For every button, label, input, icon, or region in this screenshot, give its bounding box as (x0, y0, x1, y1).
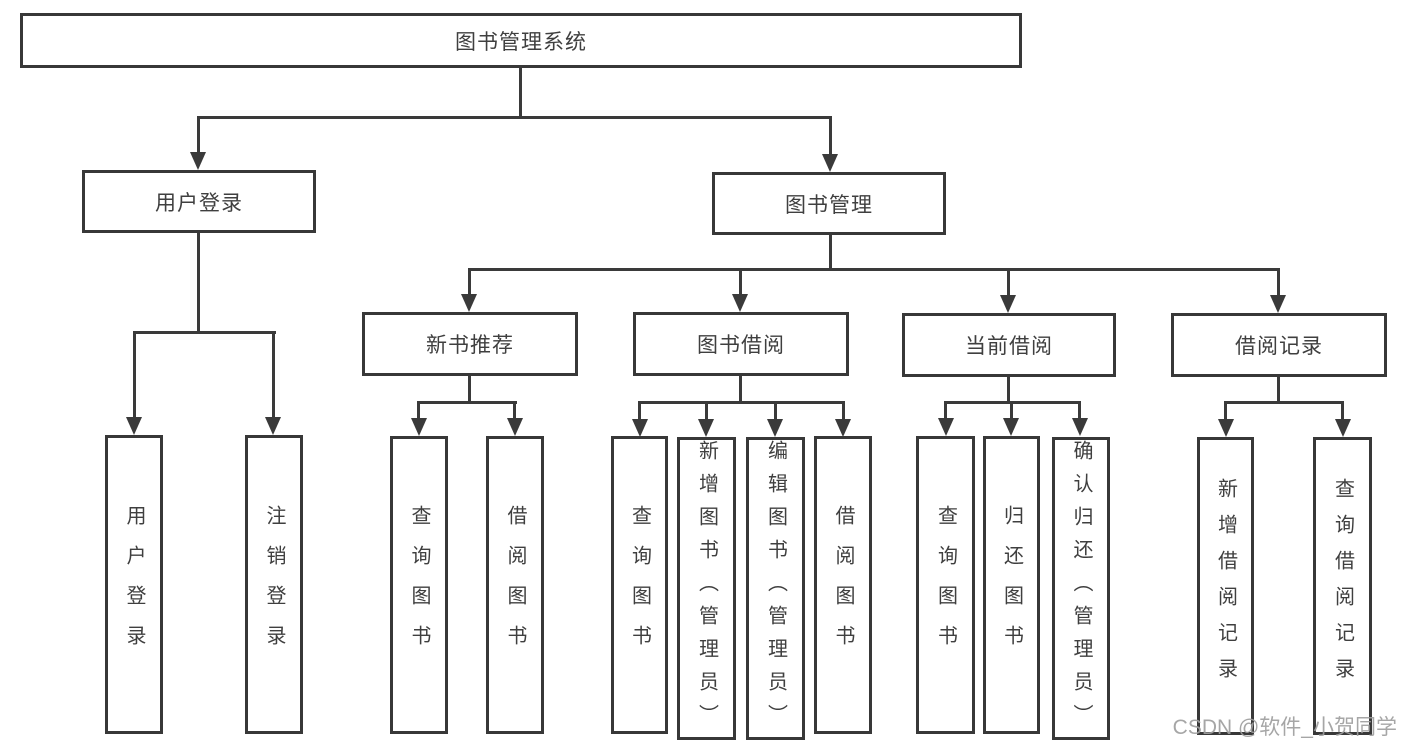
connector-line (739, 268, 742, 297)
arrowhead (732, 294, 748, 312)
connector-line (417, 401, 420, 419)
node-root-label: 图书管理系统 (455, 30, 587, 54)
node-book-borrowing: 图书借阅 (633, 312, 849, 376)
node-borrow-records-label: 借阅记录 (1235, 335, 1323, 358)
node-book-management: 图书管理 (712, 172, 946, 235)
arrowhead (938, 418, 954, 436)
connector-line (417, 401, 517, 404)
leaf-query-books-2: 查询图书 (611, 436, 668, 734)
connector-line (468, 268, 1280, 271)
node-current-borrowing: 当前借阅 (902, 313, 1116, 377)
leaf-return-books-label: 归还图书 (1000, 505, 1023, 665)
connector-line (705, 401, 708, 420)
connector-line (1224, 401, 1344, 404)
node-borrow-records: 借阅记录 (1171, 313, 1387, 377)
leaf-user-login: 用户登录 (105, 435, 163, 734)
connector-line (133, 331, 276, 334)
arrowhead (1000, 295, 1016, 313)
node-book-management-label: 图书管理 (785, 193, 873, 217)
node-new-book-recommend-label: 新书推荐 (426, 334, 514, 357)
leaf-borrow-books-2-label: 借阅图书 (832, 505, 854, 665)
leaf-query-books-3-label: 查询图书 (934, 505, 957, 665)
arrowhead (822, 154, 838, 172)
leaf-confirm-return-admin-label: 确认归还（管理员） (1070, 440, 1092, 737)
arrowhead (126, 417, 142, 435)
arrowhead (1270, 295, 1286, 313)
arrowhead (698, 419, 714, 437)
connector-line (468, 376, 471, 404)
connector-line (272, 331, 275, 419)
leaf-query-books-1: 查询图书 (390, 436, 448, 734)
leaf-edit-books-admin: 编辑图书（管理员） (746, 437, 805, 740)
arrowhead (461, 294, 477, 312)
leaf-query-borrow-record: 查询借阅记录 (1313, 437, 1372, 735)
arrowhead (767, 419, 783, 437)
arrowhead (1072, 418, 1088, 436)
node-user-login: 用户登录 (82, 170, 316, 233)
connector-line (944, 401, 947, 419)
connector-line (774, 401, 777, 420)
connector-line (638, 401, 641, 420)
connector-line (1007, 377, 1010, 404)
connector-line (1010, 401, 1013, 419)
arrowhead (835, 419, 851, 437)
node-book-borrowing-label: 图书借阅 (697, 334, 785, 357)
connector-line (1224, 401, 1227, 420)
leaf-user-login-label: 用户登录 (123, 504, 145, 665)
leaf-logout-label: 注销登录 (263, 504, 285, 665)
node-current-borrowing-label: 当前借阅 (965, 335, 1053, 358)
leaf-logout: 注销登录 (245, 435, 303, 734)
connector-line (638, 401, 845, 404)
leaf-return-books: 归还图书 (983, 436, 1040, 734)
connector-line (739, 376, 742, 404)
connector-line (513, 401, 516, 419)
connector-line (1078, 401, 1081, 419)
connector-line (829, 116, 832, 156)
connector-line (133, 331, 136, 419)
leaf-query-books-2-label: 查询图书 (628, 505, 651, 665)
leaf-borrow-books-1: 借阅图书 (486, 436, 544, 734)
leaf-add-books-admin-label: 新增图书（管理员） (695, 440, 718, 737)
connector-line (1341, 401, 1344, 420)
arrowhead (190, 152, 206, 170)
node-user-login-label: 用户登录 (155, 191, 243, 215)
arrowhead (632, 419, 648, 437)
leaf-query-borrow-record-label: 查询借阅记录 (1331, 478, 1354, 694)
connector-line (468, 268, 471, 297)
arrowhead (411, 418, 427, 436)
connector-line (519, 68, 522, 119)
node-new-book-recommend: 新书推荐 (362, 312, 578, 376)
connector-line (197, 116, 832, 119)
leaf-query-books-1-label: 查询图书 (408, 505, 430, 665)
leaf-borrow-books-1-label: 借阅图书 (504, 505, 526, 665)
node-root: 图书管理系统 (20, 13, 1022, 68)
arrowhead (265, 417, 281, 435)
arrowhead (1218, 419, 1234, 437)
leaf-edit-books-admin-label: 编辑图书（管理员） (764, 440, 787, 737)
leaf-confirm-return-admin: 确认归还（管理员） (1052, 437, 1110, 740)
connector-line (1277, 377, 1280, 404)
connector-line (829, 235, 832, 271)
leaf-add-books-admin: 新增图书（管理员） (677, 437, 736, 740)
connector-line (842, 401, 845, 420)
connector-line (197, 116, 200, 154)
watermark: CSDN @软件_小贺同学 (1172, 716, 1397, 739)
leaf-add-borrow-record: 新增借阅记录 (1197, 437, 1254, 735)
connector-line (197, 233, 200, 333)
connector-line (1277, 268, 1280, 298)
leaf-query-books-3: 查询图书 (916, 436, 975, 734)
leaf-add-borrow-record-label: 新增借阅记录 (1214, 478, 1237, 694)
leaf-borrow-books-2: 借阅图书 (814, 436, 872, 734)
arrowhead (507, 418, 523, 436)
connector-line (1007, 268, 1010, 298)
arrowhead (1003, 418, 1019, 436)
arrowhead (1335, 419, 1351, 437)
